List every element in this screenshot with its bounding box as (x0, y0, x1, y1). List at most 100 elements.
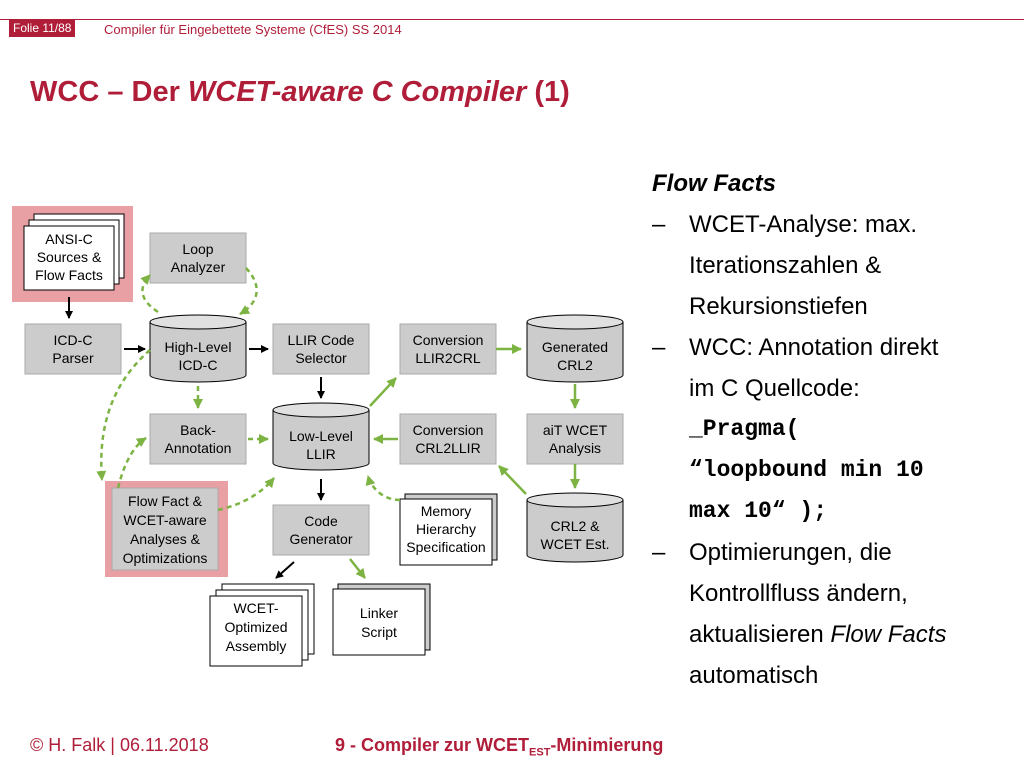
linker-line1: Linker (360, 605, 398, 621)
crl2-est-cylinder: CRL2 & WCET Est. (526, 492, 624, 563)
bullet-dash: – (652, 211, 666, 238)
parser-box: ICD-C Parser (24, 323, 122, 375)
bullet-3-line2: Kontrollfluss ändern, (689, 580, 908, 607)
conv-llir2crl-line1: Conversion (413, 332, 484, 348)
footer-chapter-sub: EST (529, 746, 551, 759)
code-generator-line1: Code (304, 513, 338, 529)
course-title: Compiler für Eingebettete Systeme (CfES)… (104, 22, 402, 37)
low-level-cylinder: Low-Level LLIR (272, 402, 370, 471)
bullet-3-line4: automatisch (689, 662, 819, 689)
arrow-codegen-assembly (275, 561, 295, 579)
flow-fact-box: Flow Fact & WCET-aware Analyses & Optimi… (111, 487, 219, 571)
bullet-1-line3: Rekursionstiefen (689, 293, 868, 320)
arrow-memory-low (365, 475, 401, 502)
arrow-high-flowfact (96, 349, 151, 481)
memory-line1: Memory (421, 503, 472, 519)
bullet-3-line3: aktualisieren Flow Facts (689, 614, 1012, 655)
high-level-cylinder: High-Level ICD-C (149, 314, 247, 383)
sources-line2: Sources & (37, 249, 102, 265)
bullet-dash: – (652, 334, 666, 361)
title-part2: WCET-aware C Compiler (187, 76, 527, 108)
bullet-3-line1: Optimierungen, die (689, 539, 892, 566)
code-generator-box: Code Generator (272, 504, 370, 556)
conv-crl2llir-line2: CRL2LLIR (415, 440, 480, 456)
green-dashed-arrows (96, 267, 401, 512)
arrow-low-llir2crl (369, 377, 397, 407)
crl2-est-line2: WCET Est. (541, 536, 610, 552)
title-part3: (1) (526, 76, 570, 108)
low-level-line2: LLIR (306, 446, 336, 462)
slide-title: WCC – Der WCET-aware C Compiler (1) (30, 76, 570, 109)
bullet-item-3: – Optimierungen, die Kontrollfluss änder… (652, 532, 1012, 696)
conv-crl2llir-box: Conversion CRL2LLIR (399, 413, 497, 465)
assembly-line1: WCET- (233, 600, 278, 616)
sources-document: ANSI-C Sources & Flow Facts (23, 213, 125, 291)
flow-facts-text: Flow Facts – WCET-Analyse: max. Iteratio… (652, 163, 1012, 696)
flow-fact-line3: Analyses & (130, 531, 201, 547)
memory-line3: Specification (406, 539, 485, 555)
code-line2: “loopbound min 10 (689, 457, 924, 483)
flow-facts-heading: Flow Facts (652, 170, 777, 197)
bullet-3-line3-a: aktualisieren (689, 621, 831, 648)
bullet-item-1: – WCET-Analyse: max. Iterationszahlen & … (652, 204, 1012, 327)
memory-document: Memory Hierarchy Specification (399, 493, 498, 566)
llir-selector-line1: LLIR Code (288, 332, 355, 348)
ait-box: aiT WCET Analysis (526, 413, 624, 465)
conv-llir2crl-line2: LLIR2CRL (415, 350, 481, 366)
bullet-3-line3-b: Flow Facts (830, 621, 947, 648)
low-level-line1: Low-Level (289, 428, 353, 444)
crl2-est-line1: CRL2 & (550, 518, 600, 534)
arrow-loop-high (239, 267, 258, 316)
high-level-line1: High-Level (165, 339, 232, 355)
generated-crl2-line2: CRL2 (557, 357, 593, 373)
bullet-dash: – (652, 539, 666, 566)
code-line3: max 10“ ); (689, 498, 828, 524)
bullet-item-2: – WCC: Annotation direkt im C Quellcode:… (652, 327, 1012, 532)
back-annotation-line1: Back- (180, 422, 216, 438)
sources-line3: Flow Facts (35, 267, 103, 283)
footer-chapter-main: 9 - Compiler zur WCET (335, 735, 530, 755)
black-arrows (65, 297, 325, 579)
loop-analyzer-box: Loop Analyzer (149, 232, 247, 284)
llir-selector-box: LLIR Code Selector (272, 323, 370, 375)
back-annotation-line2: Annotation (165, 440, 232, 456)
arrow-codegen-linker (349, 558, 366, 579)
assembly-line3: Assembly (226, 638, 287, 654)
generated-crl2-cylinder: Generated CRL2 (526, 314, 624, 383)
title-part1: WCC – Der (30, 76, 188, 108)
conv-llir2crl-box: Conversion LLIR2CRL (399, 323, 497, 375)
arrow-high-loop (140, 274, 159, 314)
arrow-crl2est-crl2llir (498, 465, 527, 495)
ait-line1: aiT WCET (543, 422, 608, 438)
ait-line2: Analysis (549, 440, 601, 456)
code-line1: _Pragma( (689, 416, 800, 442)
bullet-2-line2: im C Quellcode: (689, 375, 860, 402)
footer-author-date: © H. Falk | 06.11.2018 (30, 735, 209, 755)
green-arrows (349, 344, 580, 579)
arrow-flowfact-back (116, 436, 147, 489)
loop-analyzer-line2: Analyzer (171, 259, 226, 275)
flow-fact-line1: Flow Fact & (128, 493, 203, 509)
code-generator-line2: Generator (289, 531, 352, 547)
assembly-document: WCET- Optimized Assembly (209, 583, 315, 667)
parser-line2: Parser (52, 350, 94, 366)
back-annotation-box: Back- Annotation (149, 413, 247, 465)
flow-fact-line2: WCET-aware (123, 512, 206, 528)
footer-chapter: 9 - Compiler zur WCETEST-Minimierung (335, 735, 663, 759)
generated-crl2-line1: Generated (542, 339, 608, 355)
loop-analyzer-line1: Loop (182, 241, 213, 257)
linker-line2: Script (361, 624, 397, 640)
header-rule (0, 19, 1024, 20)
footer-chapter-end: -Minimierung (550, 735, 664, 755)
flow-fact-line4: Optimizations (123, 550, 208, 566)
memory-line2: Hierarchy (416, 521, 476, 537)
bullet-1-line2: Iterationszahlen & (689, 252, 882, 279)
compiler-flow-diagram: ANSI-C Sources & Flow Facts Loop Analyze… (12, 206, 624, 667)
assembly-line2: Optimized (224, 619, 287, 635)
high-level-line2: ICD-C (179, 357, 218, 373)
bullet-2-line1: WCC: Annotation direkt (689, 334, 939, 361)
conv-crl2llir-line1: Conversion (413, 422, 484, 438)
slide-number-badge: Folie 11/88 (9, 20, 76, 37)
llir-selector-line2: Selector (295, 350, 347, 366)
bullet-1-line1: WCET-Analyse: max. (689, 211, 918, 238)
